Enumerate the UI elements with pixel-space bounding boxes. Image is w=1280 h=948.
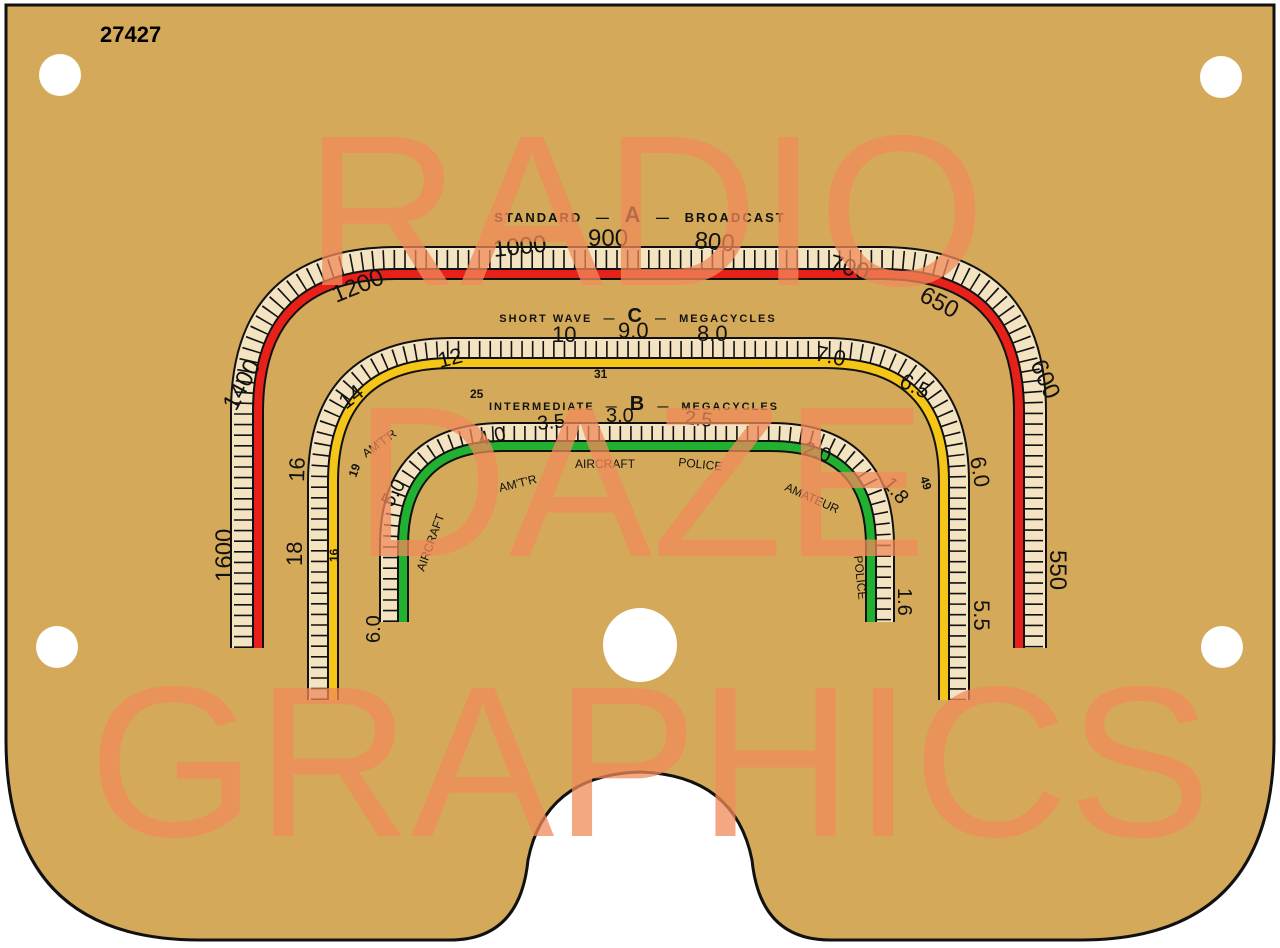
mounting-hole <box>1201 626 1243 668</box>
band-b-label: 1.6 <box>893 588 915 616</box>
band-c-label: 9.0 <box>618 318 649 343</box>
dial-plate <box>4 3 1276 942</box>
band-b-dash-2: — <box>657 401 670 413</box>
band-a-dash: — <box>596 210 611 225</box>
band-b-service: POLICE <box>851 555 870 600</box>
band-b-service: AIRCRAFT <box>575 457 636 471</box>
band-b-track-ticks <box>383 426 891 622</box>
band-b-letter: B <box>630 393 646 415</box>
band-c-marker: 49 <box>917 475 935 492</box>
band-c-label: 8.0 <box>697 321 728 346</box>
mounting-hole <box>39 54 81 96</box>
band-c-marker: 25 <box>470 387 484 401</box>
band-a-title: STANDARD — A — BROADCAST <box>494 202 785 227</box>
band-c-letter: C <box>628 305 644 327</box>
watermark-line-2: DAZE <box>353 361 926 602</box>
band-c-label: 18 <box>282 542 307 566</box>
part-number: 27427 <box>100 22 161 47</box>
watermark-line-3: GRAPHICS <box>89 641 1212 882</box>
band-a-letter: A <box>625 202 643 227</box>
band-c-marker: 31 <box>594 367 608 381</box>
band-c-title-left: SHORT WAVE <box>499 313 592 325</box>
band-a-label: 550 <box>1044 550 1071 590</box>
band-b-label: 2.5 <box>683 407 713 432</box>
band-c-label: 16 <box>284 457 310 482</box>
band-a-title-left: STANDARD <box>494 210 582 225</box>
band-b-color-stripe <box>399 442 875 622</box>
band-a-title-right: BROADCAST <box>685 210 786 225</box>
band-b-label: 3.5 <box>536 410 566 435</box>
watermark: RADIO DAZE GRAPHICS <box>89 90 1212 882</box>
band-c-marker: 16 <box>327 548 341 562</box>
band-a-label: 1600 <box>211 529 238 582</box>
mounting-hole <box>1200 56 1242 98</box>
band-c-color-stripe <box>329 359 948 700</box>
band-b-dash: — <box>606 401 619 413</box>
band-c-dash: — <box>603 313 616 325</box>
band-b-label: 6.0 <box>363 615 385 643</box>
band-c-label: 7.0 <box>813 340 848 371</box>
mounting-hole <box>36 626 78 668</box>
band-c-track-ticks <box>311 341 966 700</box>
band-tracks <box>230 246 1047 700</box>
band-c-dash-2: — <box>655 313 668 325</box>
band-b-title-left: INTERMEDIATE <box>489 401 595 413</box>
band-b-title: INTERMEDIATE — B — MEGACYCLES <box>489 393 779 415</box>
band-c-title-right: MEGACYCLES <box>679 313 777 325</box>
band-c-marker: 19 <box>346 461 364 479</box>
band-b-title-right: MEGACYCLES <box>681 401 779 413</box>
band-b-service: POLICE <box>678 455 723 474</box>
band-c-label: 6.0 <box>965 455 995 489</box>
band-c-label: 5.5 <box>969 600 994 631</box>
band-a-label: 1000 <box>492 231 548 263</box>
watermark-line-1: RADIO <box>305 90 986 331</box>
band-a-label: 800 <box>693 227 735 257</box>
band-a-track-ticks <box>234 250 1043 648</box>
shaft-hole <box>603 608 677 682</box>
band-c-title: SHORT WAVE — C — MEGACYCLES <box>499 305 776 327</box>
band-a-label: 900 <box>588 225 628 252</box>
band-c-label: 12 <box>435 343 465 373</box>
band-b-label: 3.0 <box>606 405 634 427</box>
band-a-color-stripe <box>254 270 1023 648</box>
band-c-label: 10 <box>552 322 576 347</box>
band-a-dash-2: — <box>656 210 671 225</box>
